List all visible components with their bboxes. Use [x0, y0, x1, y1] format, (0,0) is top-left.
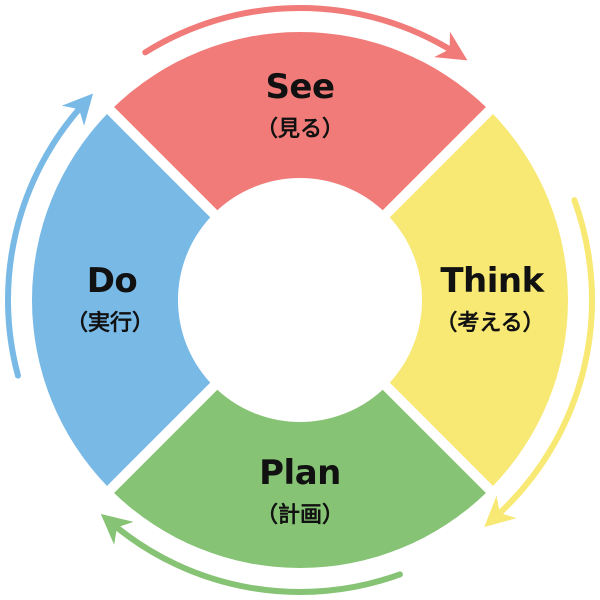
segment-see-subtitle: （見る） [256, 117, 344, 142]
cycle-ring [31, 31, 569, 569]
segment-labels: See （見る） Think （考える） Plan （計画） Do （実行） [66, 67, 546, 528]
segment-plan-title: Plan [259, 453, 341, 493]
segment-think [389, 114, 569, 486]
segment-see-title: See [265, 67, 334, 107]
segment-see [114, 31, 486, 211]
arrow-see-to-think [142, 5, 468, 61]
arrow-think-to-plan [484, 197, 595, 528]
arrow-plan-to-do [100, 514, 403, 595]
arrow-do-to-see [5, 93, 94, 379]
segment-think-subtitle: （考える） [435, 311, 544, 336]
segment-do-subtitle: （実行） [66, 310, 154, 336]
segment-do [31, 114, 211, 486]
segment-do-title: Do [87, 261, 138, 301]
segment-plan-subtitle: （計画） [256, 502, 344, 528]
segment-plan [114, 389, 486, 569]
cycle-arrows [5, 5, 595, 595]
segment-think-title: Think [440, 261, 545, 301]
